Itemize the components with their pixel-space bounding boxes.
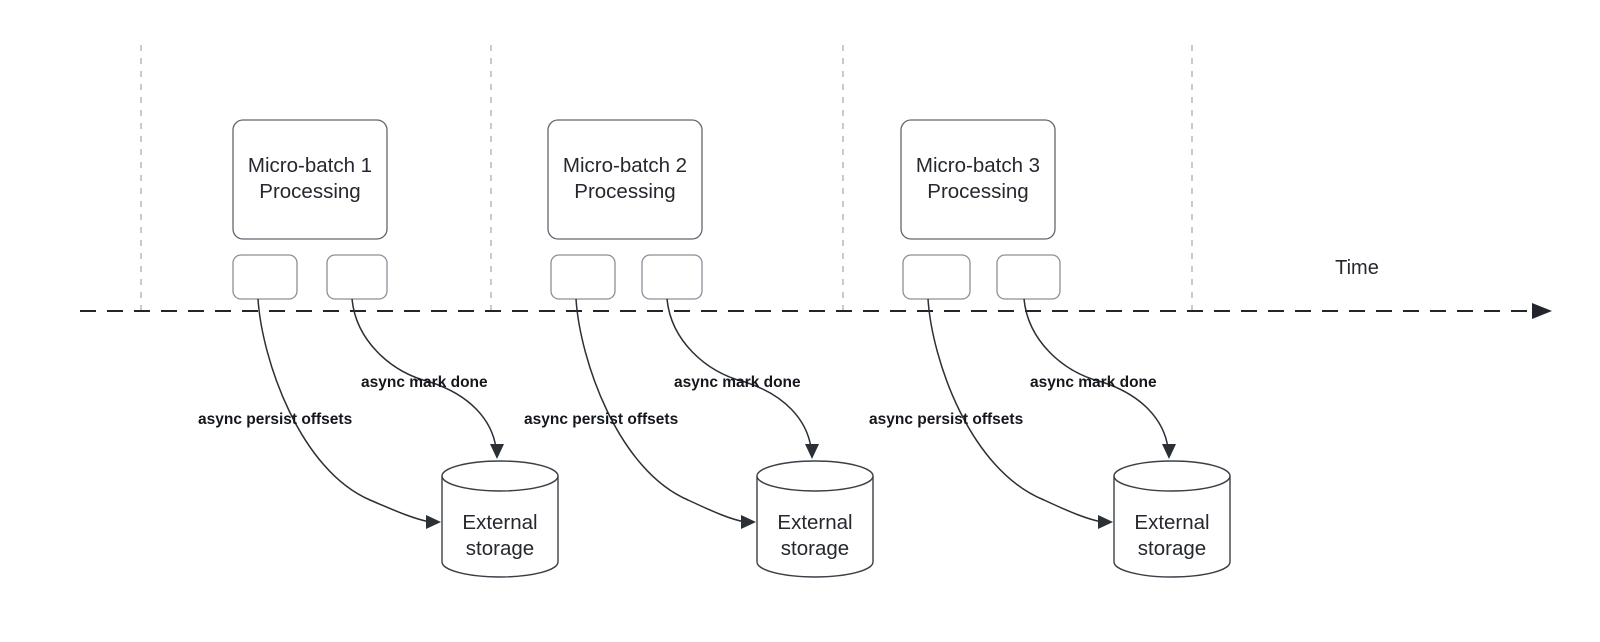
group-2-storage-top bbox=[756, 460, 874, 492]
group-1-storage-label-line2: storage bbox=[466, 537, 534, 560]
mb1-task-b-box[interactable] bbox=[326, 254, 388, 300]
mb2-task-a-box[interactable] bbox=[550, 254, 616, 300]
mb2-persist-offsets-arrowhead-icon bbox=[741, 515, 756, 529]
timeline-arrowhead-icon bbox=[1532, 303, 1552, 319]
group-1-batch-label-line2: Processing bbox=[259, 180, 360, 203]
mb1-task-a-box[interactable] bbox=[232, 254, 298, 300]
mb2-persist-offsets-label: async persist offsets bbox=[524, 411, 678, 428]
group-1-batch-box[interactable] bbox=[232, 119, 388, 240]
group-3-batch-label-line1: Micro-batch 3 bbox=[916, 154, 1040, 177]
mb2-task-b-box[interactable] bbox=[641, 254, 703, 300]
group-3-batch-label-line2: Processing bbox=[927, 180, 1028, 203]
timeline-axis-label: Time bbox=[1335, 257, 1379, 279]
group-2-storage-body[interactable] bbox=[756, 476, 874, 578]
mb3-persist-offsets-label: async persist offsets bbox=[869, 411, 1023, 428]
group-1-storage-label-line1: External bbox=[462, 511, 537, 534]
mb2-mark-done-label: async mark done bbox=[674, 374, 801, 391]
group-2-storage-label-line1: External bbox=[777, 511, 852, 534]
group-1-storage-top bbox=[441, 460, 559, 492]
mb1-persist-offsets-arrowhead-icon bbox=[426, 515, 441, 529]
mb3-task-a-box[interactable] bbox=[902, 254, 971, 300]
group-2-storage-label-line2: storage bbox=[781, 537, 849, 560]
group-3-storage-label-line2: storage bbox=[1138, 537, 1206, 560]
group-3-batch-box[interactable] bbox=[900, 119, 1056, 240]
group-2-batch-label-line2: Processing bbox=[574, 180, 675, 203]
mb1-mark-done-label: async mark done bbox=[361, 374, 488, 391]
mb3-task-b-box[interactable] bbox=[996, 254, 1061, 300]
mb3-persist-offsets-path bbox=[927, 298, 1103, 523]
mb2-persist-offsets-path bbox=[575, 298, 746, 523]
mb2-mark-done-arrowhead-icon bbox=[805, 444, 819, 459]
group-3-storage-body[interactable] bbox=[1113, 476, 1231, 578]
mb3-mark-done-path bbox=[1023, 298, 1169, 449]
mb1-mark-done-arrowhead-icon bbox=[490, 444, 504, 459]
group-3-storage-label-line1: External bbox=[1134, 511, 1209, 534]
group-1-batch-label-line1: Micro-batch 1 bbox=[248, 154, 372, 177]
mb1-persist-offsets-path bbox=[257, 298, 431, 523]
mb2-mark-done-path bbox=[666, 298, 812, 449]
group-3-storage-top bbox=[1113, 460, 1231, 492]
group-1-storage-body[interactable] bbox=[441, 476, 559, 578]
mb3-persist-offsets-arrowhead-icon bbox=[1098, 515, 1113, 529]
group-2-batch-box[interactable] bbox=[547, 119, 703, 240]
mb1-persist-offsets-label: async persist offsets bbox=[198, 411, 352, 428]
mb1-mark-done-path bbox=[351, 298, 497, 449]
mb3-mark-done-label: async mark done bbox=[1030, 374, 1157, 391]
group-2-batch-label-line1: Micro-batch 2 bbox=[563, 154, 687, 177]
mb3-mark-done-arrowhead-icon bbox=[1162, 444, 1176, 459]
